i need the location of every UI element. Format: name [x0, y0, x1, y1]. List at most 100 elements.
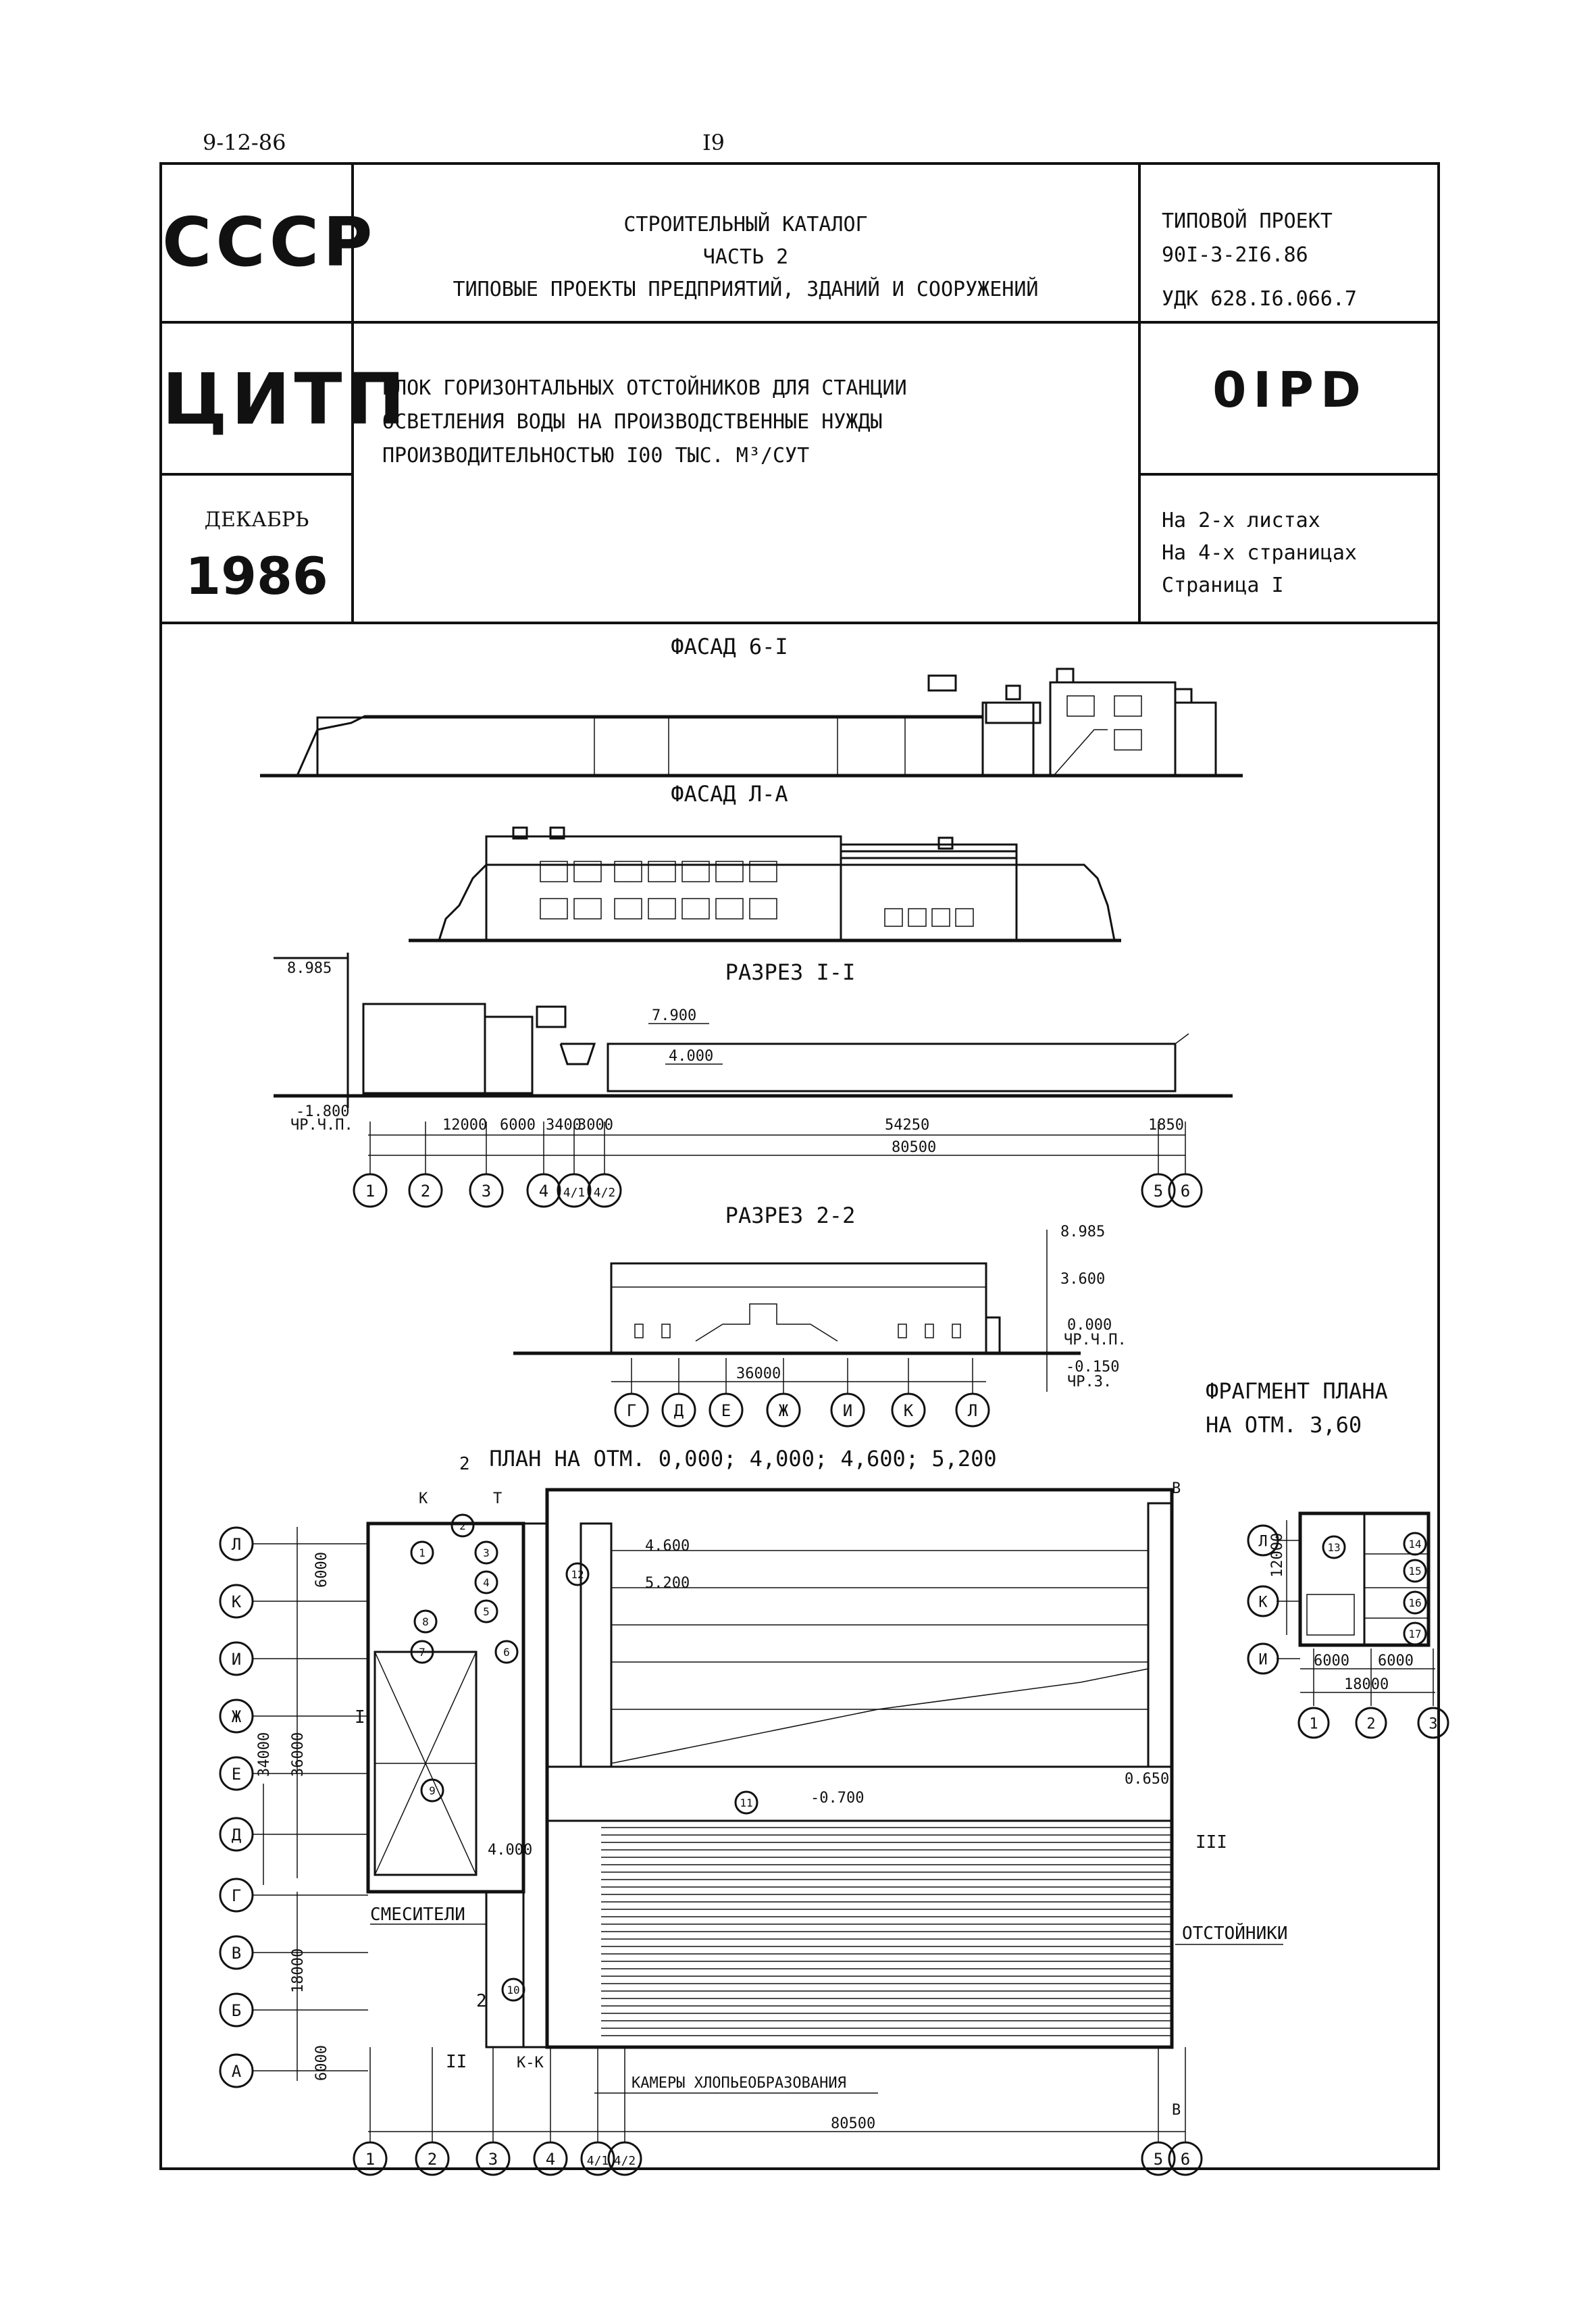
- sheet-count: На 2-х листах: [1162, 509, 1320, 532]
- plan-elev-4600: 4.600: [645, 1538, 690, 1555]
- issue-month: ДЕКАБРЬ: [204, 508, 309, 532]
- fragment-row-axis-bubble: И: [1247, 1642, 1279, 1675]
- plan-row-axis-bubble: А: [219, 2053, 254, 2088]
- section2-axis-bubble: К: [891, 1392, 926, 1428]
- fragment-dim-18000: 18000: [1344, 1676, 1389, 1693]
- s2-elev-3600: 3.600: [1060, 1271, 1105, 1288]
- s1-dim-1850: 1850: [1148, 1117, 1184, 1134]
- plan-dim-36000: 36000: [290, 1732, 307, 1777]
- plan-label-settlers: ОТСТОЙНИКИ: [1182, 1922, 1288, 1944]
- project-title-line3: ПРОИЗВОДИТЕЛЬНОСТЬЮ I00 ТЫС. М³/СУТ: [382, 444, 810, 468]
- plan-column-axis-bubble: 1: [353, 2141, 388, 2176]
- plan-dim-34000: 34000: [256, 1732, 273, 1777]
- fragment-room-number: 13: [1322, 1535, 1346, 1559]
- section2-axis-bubble: Е: [709, 1392, 744, 1428]
- svg-text:3: 3: [482, 1182, 491, 1201]
- svg-text:13: 13: [1327, 1541, 1340, 1554]
- section1-axis-bubble: 2: [408, 1173, 443, 1208]
- svg-text:Б: Б: [232, 2001, 241, 2020]
- s1-level-label: ЧР.Ч.П.: [290, 1117, 353, 1134]
- plan-title: ПЛАН НА ОТМ. 0,000; 4,000; 4,600; 5,200: [489, 1446, 996, 1472]
- svg-text:Л: Л: [1258, 1533, 1267, 1550]
- s1-dim-3000: 3000: [577, 1117, 613, 1134]
- svg-text:Л: Л: [968, 1401, 977, 1420]
- section2-axis-bubble: Л: [955, 1392, 990, 1428]
- catalog-section: ТИПОВЫЕ ПРОЕКТЫ ПРЕДПРИЯТИЙ, ЗДАНИЙ И СО…: [453, 278, 1039, 301]
- section2-title: РАЗРЕЗ 2-2: [725, 1203, 856, 1228]
- s1-elev-4000: 4.000: [669, 1048, 713, 1065]
- section1-axis-bubble: 4/2: [587, 1173, 622, 1208]
- svg-text:Г: Г: [232, 1886, 241, 1905]
- sheet-frame: [159, 162, 1440, 2170]
- plan-room-number: 11: [734, 1790, 758, 1815]
- s2-dim-36000: 36000: [736, 1365, 781, 1382]
- divider: [1138, 162, 1141, 624]
- svg-text:И: И: [1258, 1651, 1267, 1668]
- fragment-title-line1: ФРАГМЕНТ ПЛАНА: [1206, 1378, 1388, 1404]
- plan-row-axis-bubble: К: [219, 1584, 254, 1619]
- plan-room-number: 10: [501, 1978, 525, 2002]
- s1-elev-bottom: -1.800: [296, 1103, 349, 1120]
- plan-elev-5200: 5.200: [645, 1575, 690, 1592]
- section1-drawing: 8.985 7.900 4.000 -1.800 ЧР.Ч.П. 12000 6…: [274, 953, 1233, 1208]
- svg-text:4/1: 4/1: [563, 1186, 586, 1200]
- section2-axis-bubble: И: [830, 1392, 865, 1428]
- plan-cut-II: II: [446, 2052, 467, 2072]
- project-title-line1: БЛОК ГОРИЗОНТАЛЬНЫХ ОТСТОЙНИКОВ ДЛЯ СТАН…: [382, 376, 907, 400]
- svg-text:8: 8: [422, 1615, 429, 1628]
- section2-drawing: 8.985 3.600 0.000 ЧР.Ч.П. -0.150 ЧР.З. 3…: [513, 1224, 1127, 1428]
- s1-dim-54250: 54250: [885, 1117, 929, 1134]
- divider: [1138, 473, 1440, 476]
- divider: [351, 162, 354, 624]
- svg-text:4: 4: [546, 2150, 555, 2169]
- plan-cut-I: I: [355, 1707, 365, 1728]
- plan-cut-2-bottom: 2: [476, 1991, 487, 2011]
- plan-room-number: 1: [410, 1540, 434, 1565]
- svg-text:12: 12: [571, 1568, 584, 1581]
- svg-text:5: 5: [1154, 2150, 1163, 2169]
- svg-text:3: 3: [483, 1546, 490, 1559]
- section2-axis-bubble: Г: [614, 1392, 649, 1428]
- plan-room-number: 7: [410, 1640, 434, 1664]
- svg-text:А: А: [232, 2062, 242, 2081]
- svg-text:В: В: [232, 1944, 241, 1963]
- plan-row-axis-bubble: Г: [219, 1878, 254, 1913]
- plan-elev-0700: -0.700: [810, 1790, 864, 1807]
- svg-text:К: К: [904, 1401, 914, 1420]
- svg-text:15: 15: [1408, 1565, 1421, 1578]
- section2-axis-bubble: Ж: [766, 1392, 801, 1428]
- s2-elev-000: 0.000: [1067, 1317, 1112, 1334]
- plan-column-axis-bubble: 6: [1168, 2141, 1203, 2176]
- svg-text:11: 11: [740, 1796, 752, 1809]
- svg-text:К: К: [1258, 1594, 1268, 1611]
- facade2-title: ФАСАД Л-А: [671, 781, 788, 807]
- fragment-dim-6000b: 6000: [1378, 1653, 1414, 1669]
- project-title-line2: ОСВЕТЛЕНИЯ ВОДЫ НА ПРОИЗВОДСТВЕННЫЕ НУЖД…: [382, 410, 883, 434]
- udk-code: УДК 628.I6.066.7: [1162, 287, 1357, 311]
- project-number: 90I-3-2I6.86: [1162, 243, 1308, 267]
- svg-text:4/2: 4/2: [594, 1186, 616, 1200]
- section2-axis-bubble: Д: [661, 1392, 696, 1428]
- svg-text:К: К: [232, 1592, 242, 1611]
- plan-letter-k: К: [419, 1490, 428, 1507]
- divider: [159, 321, 1440, 324]
- svg-text:Е: Е: [721, 1401, 731, 1420]
- divider: [159, 622, 1440, 624]
- fragment-room-number: 15: [1403, 1559, 1427, 1583]
- svg-text:6: 6: [503, 1646, 510, 1659]
- plan-row-axis-bubble: Е: [219, 1756, 254, 1791]
- section1-axis-bubble: 5: [1141, 1173, 1176, 1208]
- svg-text:6: 6: [1181, 2150, 1190, 2169]
- plan-column-axis-bubble: 5: [1141, 2141, 1176, 2176]
- issue-year: 1986: [185, 546, 328, 606]
- svg-text:1: 1: [365, 2150, 375, 2169]
- fragment-room-number: 14: [1403, 1532, 1427, 1556]
- s1-elev-7900: 7.900: [652, 1007, 696, 1024]
- svg-text:14: 14: [1408, 1538, 1421, 1551]
- plan-room-number: 2: [451, 1513, 475, 1538]
- facade1-title: ФАСАД 6-I: [671, 634, 788, 659]
- svg-text:3: 3: [488, 2150, 498, 2169]
- catalog-part: ЧАСТЬ 2: [702, 245, 789, 269]
- plan-drawing: СМЕСИТЕЛИ 4.600 5.200 -0.700 0.650 4.000…: [219, 1454, 1288, 2176]
